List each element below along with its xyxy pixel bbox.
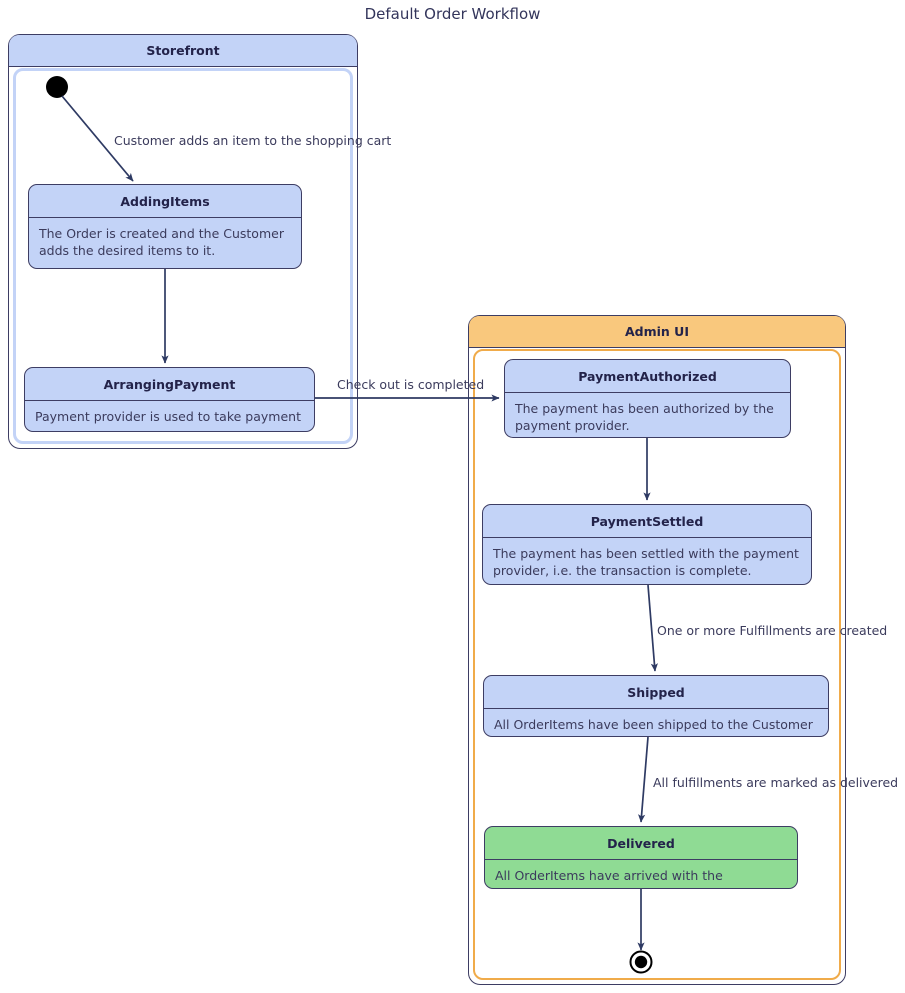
state-title-payment-authorized: PaymentAuthorized: [505, 360, 790, 393]
composite-header-admin-ui: Admin UI: [469, 316, 845, 348]
composite-header-storefront: Storefront: [9, 35, 357, 67]
edge-label-start-to-adding-items: Customer adds an item to the shopping ca…: [114, 133, 392, 148]
state-payment-settled[interactable]: PaymentSettled The payment has been sett…: [482, 504, 812, 585]
state-arranging-payment[interactable]: ArrangingPayment Payment provider is use…: [24, 367, 315, 432]
state-title-delivered: Delivered: [485, 827, 797, 860]
state-delivered[interactable]: Delivered All OrderItems have arrived wi…: [484, 826, 798, 889]
diagram-title: Default Order Workflow: [364, 5, 541, 23]
state-title-arranging-payment: ArrangingPayment: [25, 368, 314, 401]
state-desc-payment-settled: The payment has been settled with the pa…: [493, 546, 799, 578]
edge-label-shipped-to-delivered: All fulfillments are marked as delivered: [653, 775, 899, 790]
state-adding-items[interactable]: AddingItems The Order is created and the…: [28, 184, 302, 269]
state-desc-payment-authorized: The payment has been authorized by the p…: [515, 401, 774, 433]
state-desc-arranging-payment: Payment provider is used to take payment: [35, 409, 301, 424]
state-title-shipped: Shipped: [484, 676, 828, 709]
state-desc-shipped: All OrderItems have been shipped to the …: [494, 717, 813, 732]
edge-label-payment-settled-to-shipped: One or more Fulfillments are created: [657, 623, 888, 638]
state-title-payment-settled: PaymentSettled: [483, 505, 811, 538]
state-desc-delivered: All OrderItems have arrived with the Cus…: [495, 868, 723, 888]
edge-label-arranging-payment-to-payment-authorized: Check out is completed: [337, 377, 485, 392]
state-payment-authorized[interactable]: PaymentAuthorized The payment has been a…: [504, 359, 791, 438]
state-desc-adding-items: The Order is created and the Customer ad…: [39, 226, 284, 258]
state-title-adding-items: AddingItems: [29, 185, 301, 218]
state-shipped[interactable]: Shipped All OrderItems have been shipped…: [483, 675, 829, 737]
